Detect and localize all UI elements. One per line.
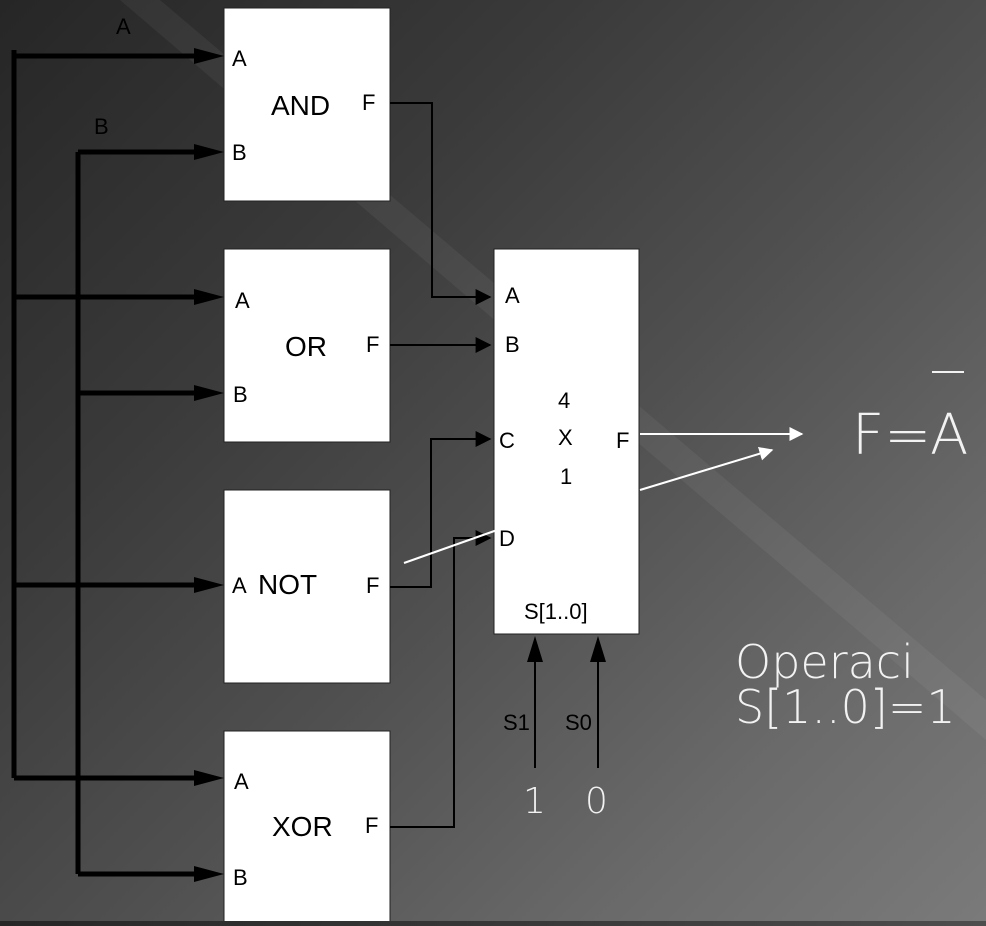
select-s1-value: 1 — [523, 781, 546, 822]
mux-select-label: S[1..0] — [524, 599, 588, 624]
highlight-not-line — [403, 528, 501, 564]
mux-4x1 — [493, 248, 640, 635]
select-s0-label: S0 — [565, 710, 592, 735]
input-a-label: A — [116, 14, 131, 39]
bus-arrowheads — [194, 48, 224, 882]
xor-in-a: A — [234, 769, 249, 794]
or-out: F — [366, 332, 379, 357]
highlight-path — [403, 427, 804, 564]
and-out: F — [362, 90, 375, 115]
and-in-b: B — [232, 140, 247, 165]
or-gate — [223, 248, 391, 443]
wire-not-to-mux-c — [390, 431, 492, 588]
xor-name: XOR — [272, 811, 333, 842]
not-out: F — [366, 573, 379, 598]
select-arrowheads — [527, 636, 606, 662]
mux-in-a: A — [505, 283, 520, 308]
mux-size-1: 1 — [560, 464, 572, 489]
and-gate — [223, 7, 391, 202]
xor-out: F — [365, 813, 378, 838]
wire-and-to-mux-a — [390, 102, 492, 305]
and-in-a: A — [232, 46, 247, 71]
mux-out: F — [616, 428, 629, 453]
or-in-a: A — [235, 288, 250, 313]
and-name: AND — [271, 90, 330, 121]
select-lines — [534, 660, 599, 768]
select-s0-value: 0 — [585, 781, 608, 822]
xor-in-b: B — [233, 865, 248, 890]
select-s1-label: S1 — [503, 710, 530, 735]
input-b-label: B — [94, 114, 109, 139]
or-name: OR — [285, 331, 327, 362]
mux-size-x: X — [558, 425, 573, 450]
input-buses — [11, 50, 196, 877]
or-in-b: B — [233, 382, 248, 407]
not-in-a: A — [232, 573, 247, 598]
wire-xor-to-mux-d — [390, 530, 492, 828]
xor-gate — [223, 730, 391, 925]
caption-line2: S[1..0]=1 — [735, 680, 956, 734]
mux-in-d: D — [499, 526, 515, 551]
result-prefix: F= — [852, 403, 931, 468]
highlight-diagonal-arrow — [639, 446, 774, 491]
mux-in-b: B — [505, 332, 520, 357]
caption-line1: Operaci — [735, 635, 914, 689]
result-variable: A — [930, 403, 968, 468]
not-gate — [223, 489, 391, 684]
mux-size-4: 4 — [558, 388, 570, 413]
mux-in-c: C — [499, 428, 515, 453]
not-name: NOT — [258, 569, 317, 600]
